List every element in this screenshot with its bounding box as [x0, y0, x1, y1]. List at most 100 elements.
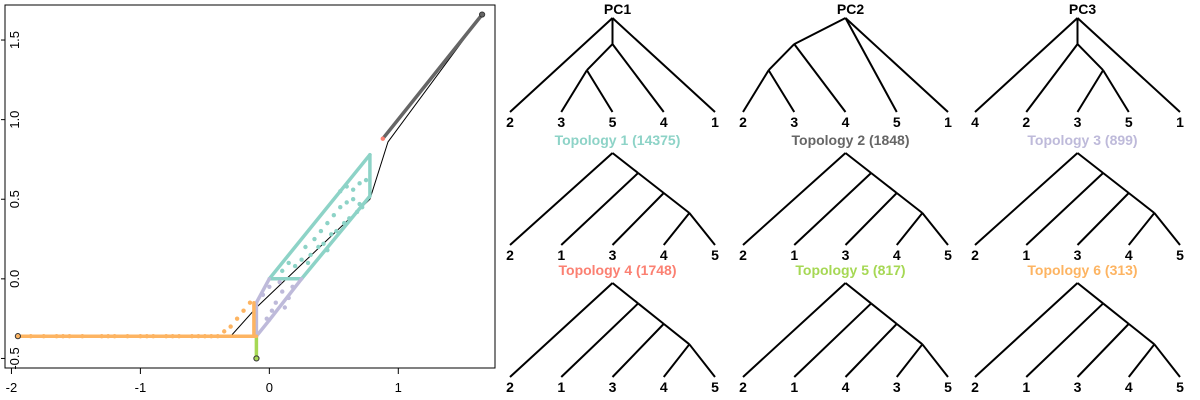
- topology_6-point: [80, 333, 85, 339]
- tree-leaf-label: 1: [790, 247, 798, 263]
- topology_3-segment: [267, 277, 304, 322]
- tree-branch: [742, 282, 847, 378]
- pc-title-3: PC3: [1069, 1, 1096, 17]
- topology_1-segment: [267, 152, 372, 281]
- plot-frame: [4, 4, 496, 369]
- topology_4-point: [380, 136, 386, 141]
- topology_6-point: [15, 333, 21, 339]
- tree-leaf-label: 3: [790, 114, 798, 130]
- topology_5-point: [254, 356, 259, 361]
- tree-leaf-label: 4: [842, 114, 850, 130]
- topology_1-point: [305, 260, 311, 266]
- tree-leaf-label: 1: [1176, 114, 1184, 130]
- pc-title-2: PC2: [837, 1, 864, 17]
- topology_1-point: [292, 263, 298, 269]
- endpoint-marker: [14, 333, 21, 340]
- tree-branch: [509, 17, 614, 113]
- tree-branch: [1128, 323, 1155, 346]
- topology_6-point: [209, 333, 214, 339]
- topology-title: Topology 4 (1748): [559, 262, 677, 278]
- tree-branch: [974, 17, 1079, 113]
- tree-branch: [921, 212, 949, 246]
- tree-branch: [637, 302, 665, 325]
- topology_1-point: [325, 220, 330, 226]
- tree-branch: [611, 282, 639, 305]
- tree-leaf-label: 3: [1074, 114, 1082, 130]
- topology_6-point: [99, 333, 104, 339]
- tree-leaf-label: 4: [971, 114, 979, 130]
- topology_6-point: [28, 333, 33, 339]
- tree-leaf-label: 3: [1074, 247, 1082, 263]
- tree-branch: [844, 192, 898, 246]
- tree-branch: [896, 192, 923, 214]
- x-tick-label: -2: [6, 380, 18, 395]
- tree-leaf-label: 1: [557, 379, 565, 395]
- topology_3-segment: [254, 318, 272, 338]
- tree-branch: [1127, 343, 1156, 378]
- tree-branch: [844, 17, 898, 113]
- topology_6-point: [67, 333, 72, 339]
- tree-branch: [1025, 43, 1079, 113]
- tree-branch: [1128, 192, 1155, 214]
- topology_6-point: [176, 333, 182, 339]
- tree-leaf-label: 2: [506, 247, 514, 263]
- tree-branch: [1025, 302, 1104, 378]
- tree-leaf-label: 1: [790, 379, 798, 395]
- topology_6-point: [228, 324, 233, 329]
- topology_1-point: [321, 241, 326, 247]
- tree-branch: [688, 212, 716, 246]
- tree-leaf-label: 4: [660, 379, 668, 395]
- topology_3-point: [277, 279, 282, 285]
- pc-title-1: PC1: [604, 1, 631, 17]
- tree-branch: [1076, 152, 1104, 174]
- tree-leaf-label: 1: [944, 114, 952, 130]
- tree-leaf-label: 1: [1022, 247, 1030, 263]
- topology_1-point: [350, 197, 356, 202]
- topology-title: Topology 6 (313): [1027, 262, 1137, 278]
- tree-branch: [1076, 69, 1104, 113]
- tree-branch: [560, 69, 588, 113]
- topology_6-point: [196, 333, 201, 339]
- topology-title: Topology 3 (899): [1027, 132, 1137, 148]
- tree-branch: [1127, 212, 1156, 246]
- topology_6-point: [222, 329, 227, 334]
- topology_6-point: [189, 333, 195, 339]
- topology_1-point: [318, 228, 324, 234]
- topology_3-point: [290, 284, 295, 290]
- topology_1-segment: [299, 194, 372, 281]
- tree-branch: [767, 69, 796, 113]
- tree-branch: [793, 302, 872, 378]
- topology_1-point: [334, 228, 339, 234]
- tree-branch: [611, 43, 665, 113]
- tree-leaf-label: 4: [893, 247, 901, 263]
- topology_3-point: [282, 305, 288, 310]
- tree-branch: [662, 343, 691, 378]
- topology_6-point: [202, 333, 208, 339]
- topology_2-segment: [381, 12, 484, 141]
- tree-branch: [663, 323, 690, 346]
- topology_6-point: [41, 333, 46, 339]
- topology_1-point: [299, 257, 304, 262]
- y-tick-label: 1.5: [7, 31, 22, 49]
- tree-leaf-label: 2: [506, 379, 514, 395]
- tree-branch: [611, 323, 665, 378]
- topology_3-point: [273, 300, 278, 305]
- tree-branch: [793, 43, 847, 113]
- topology_6-point: [241, 308, 246, 313]
- tree-branch: [844, 17, 949, 113]
- tree-branch: [974, 282, 1079, 378]
- topology_1-point: [341, 220, 347, 226]
- tree-leaf-label: 5: [893, 114, 901, 130]
- tree-leaf-label: 5: [944, 247, 952, 263]
- topology_1-point: [338, 204, 343, 210]
- tree-leaf-label: 2: [971, 247, 979, 263]
- tree-leaf-label: 3: [1074, 379, 1082, 395]
- topology_1-point: [280, 268, 285, 274]
- y-tick-label: -0.5: [7, 347, 22, 369]
- tree-leaf-label: 4: [1125, 379, 1133, 395]
- topology_1-point: [329, 232, 334, 237]
